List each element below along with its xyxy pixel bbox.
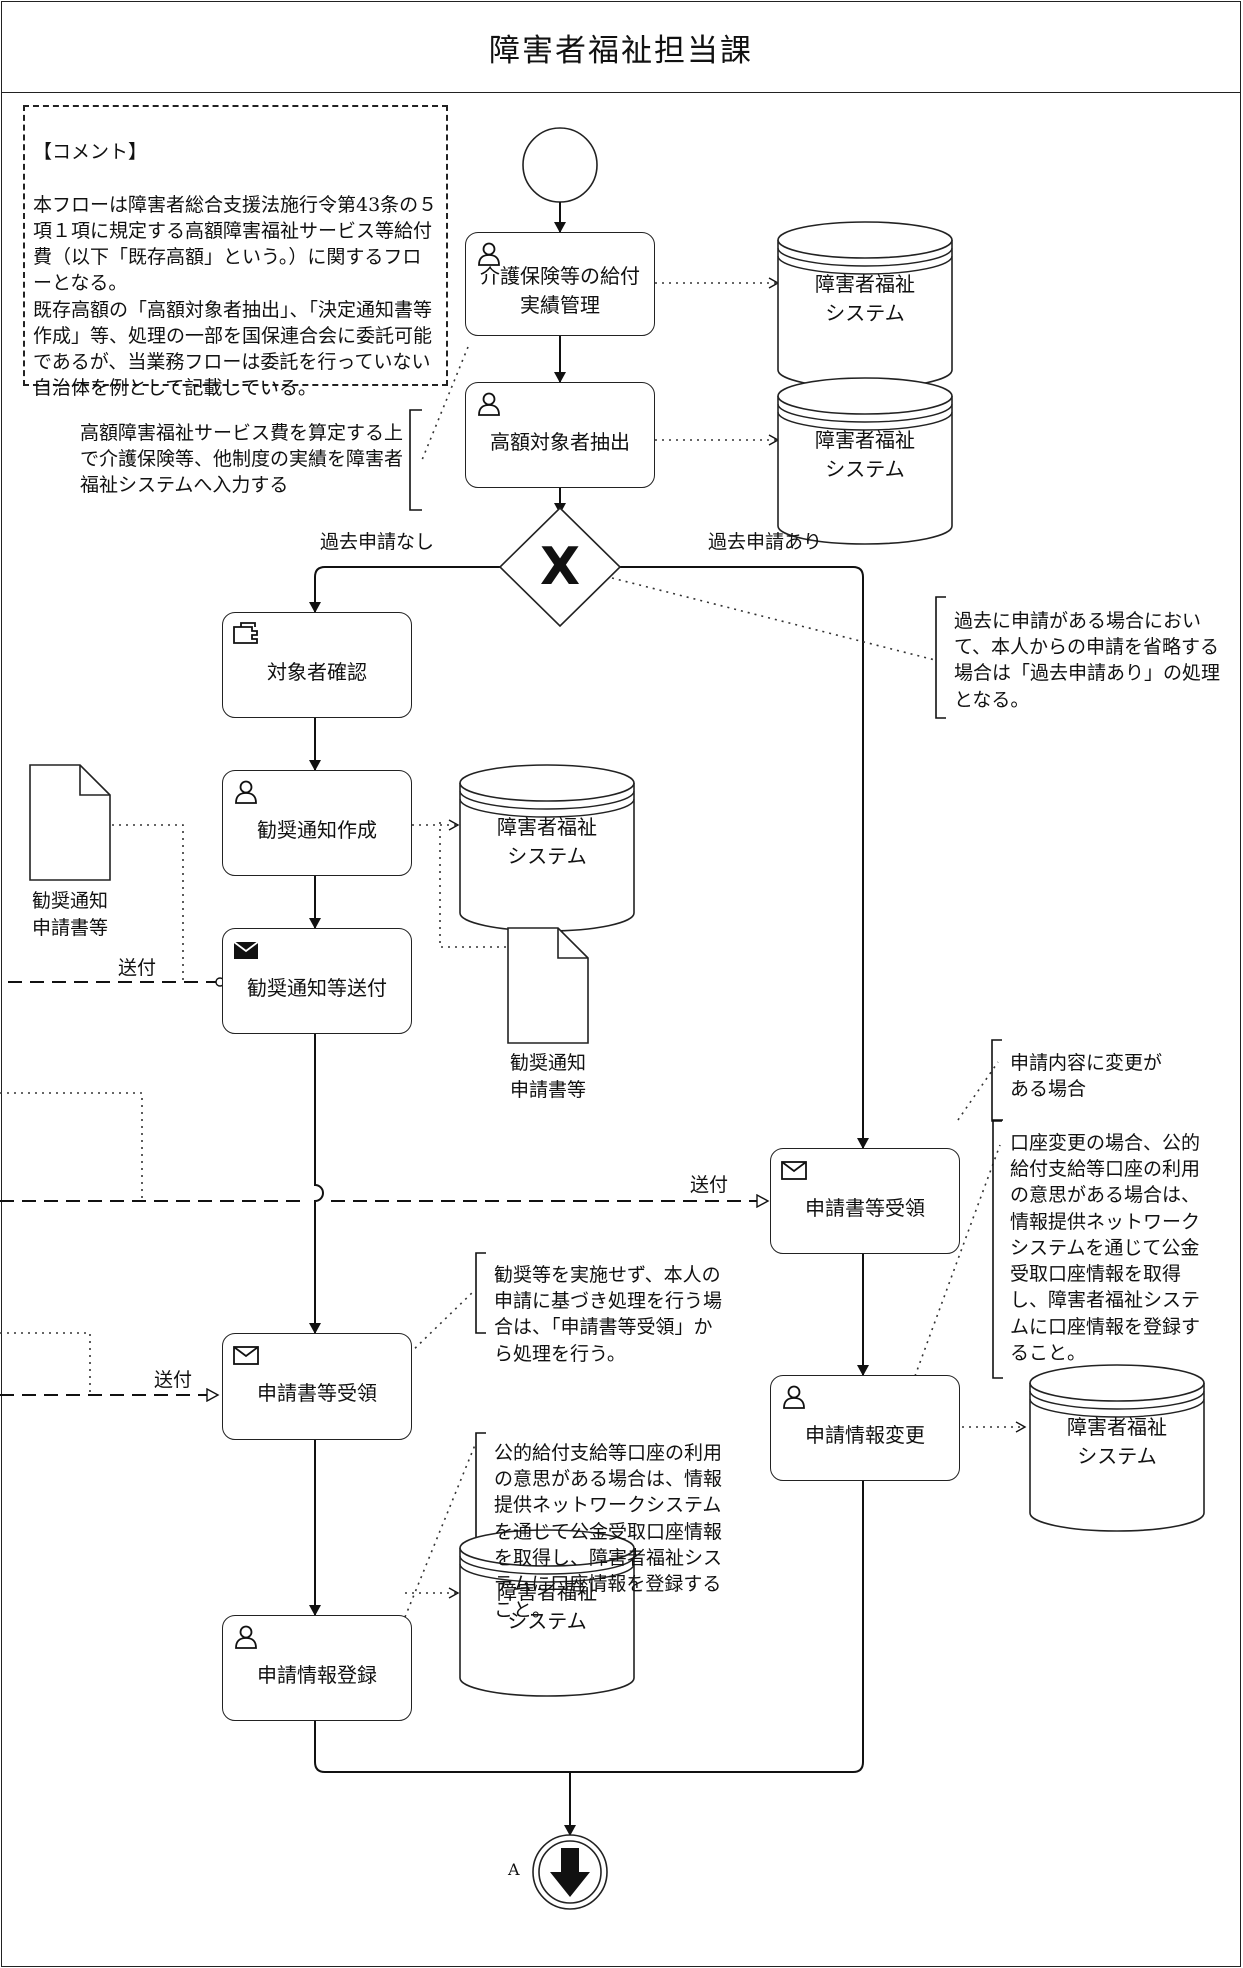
data-store: [1029, 1364, 1205, 1532]
receive-message-icon: [233, 1346, 259, 1365]
task-label: 申請情報登録: [257, 1662, 377, 1687]
exclusive-gateway: X: [498, 506, 622, 628]
data-store: [459, 764, 635, 932]
task-change-application[interactable]: 申請情報変更: [770, 1375, 960, 1481]
message-flows: [0, 977, 768, 1395]
task-register-application[interactable]: 申請情報登録: [222, 1615, 412, 1721]
user-icon: [235, 1625, 257, 1649]
task-create-recommendation[interactable]: 勧奨通知作成: [222, 770, 412, 876]
task-benefit-record-management[interactable]: 介護保険等の給付 実績管理: [465, 232, 655, 336]
data-store-label: 障害者福祉 システム: [497, 1580, 597, 1633]
data-store-label: 障害者福祉 システム: [1067, 1415, 1167, 1468]
send-message-icon: [233, 941, 259, 959]
task-label: 勧奨通知等送付: [247, 975, 387, 1000]
user-icon: [235, 780, 257, 804]
data-store-label: 障害者福祉 システム: [815, 428, 915, 481]
annotation-text: 高額障害福祉サービス費を算定する上で介護保険等、他制度の実績を障害者福祉システム…: [80, 422, 404, 497]
start-event: [522, 127, 598, 203]
annotation-text: 口座変更の場合、公的給付支給等口座の利用の意思がある場合は、情報提供ネットワーク…: [1010, 1132, 1201, 1364]
message-flow-label: 送付: [154, 1369, 193, 1391]
data-store: [459, 1529, 635, 1697]
receive-message-icon: [781, 1161, 807, 1180]
annotation-text: 勧奨等を実施せず、本人の申請に基づき処理を行う場合は、「申請書等受領」から処理を…: [494, 1264, 723, 1365]
document: [507, 927, 589, 1044]
task-label: 勧奨通知作成: [257, 817, 377, 842]
sequence-flows: [309, 202, 869, 1836]
task-receive-application-left[interactable]: 申請書等受領: [222, 1333, 412, 1440]
annotation-text: 公的給付支給等口座の利用の意思がある場合は、情報提供ネットワークシステムを通じて…: [494, 1442, 723, 1622]
data-store: [777, 377, 953, 545]
comment-box: 【コメント】 本フローは障害者総合支援法施行令第43条の５項１項に規定する高額障…: [23, 105, 448, 399]
annotation-text: 過去に申請がある場合において、本人からの申請を省略する場合は「過去申請あり」の処…: [954, 610, 1221, 711]
task-receive-application-right[interactable]: 申請書等受領: [770, 1148, 960, 1254]
document: [29, 764, 111, 881]
annotation-text: 申請内容に変更がある場合: [1010, 1052, 1163, 1101]
gateway-label-no-past-application: 過去申請なし: [320, 531, 435, 553]
task-label: 介護保険等の給付 実績管理: [480, 264, 640, 317]
document-label: 勧奨通知 申請書等: [509, 1052, 586, 1101]
message-flow-label: 送付: [690, 1174, 729, 1196]
task-confirm-target[interactable]: 対象者確認: [222, 612, 412, 718]
data-store-label: 障害者福祉 システム: [815, 272, 915, 325]
comment-heading: 【コメント】: [33, 141, 148, 164]
down-arrow-icon: [550, 1848, 590, 1897]
comment-body: 本フローは障害者総合支援法施行令第43条の５項１項に規定する高額障害福祉サービス…: [33, 193, 438, 400]
task-send-recommendation[interactable]: 勧奨通知等送付: [222, 928, 412, 1034]
offpage-connector-event: [532, 1834, 608, 1910]
offpage-label: A: [508, 1860, 520, 1879]
gateway-x-marker: X: [540, 537, 580, 597]
annotation-brackets: [409, 409, 1003, 1641]
task-label: 対象者確認: [267, 659, 367, 684]
gateway-label-past-application: 過去申請あり: [708, 531, 823, 553]
message-flow-label: 送付: [118, 957, 157, 979]
document-label: 勧奨通知 申請書等: [31, 890, 108, 939]
user-icon: [478, 242, 500, 266]
task-label: 申請書等受領: [805, 1195, 925, 1220]
lane-title: 障害者福祉担当課: [2, 2, 1240, 93]
task-label: 申請書等受領: [257, 1381, 377, 1405]
user-icon: [478, 392, 500, 416]
user-icon: [783, 1385, 805, 1409]
task-label: 高額対象者抽出: [490, 429, 630, 454]
associations: [0, 277, 1027, 1618]
manual-task-icon: [233, 622, 258, 644]
data-stores: [459, 221, 1205, 1697]
task-extract-high-cost-targets[interactable]: 高額対象者抽出: [465, 382, 655, 488]
data-store-label: 障害者福祉 システム: [497, 815, 597, 868]
task-label: 申請情報変更: [805, 1422, 925, 1447]
